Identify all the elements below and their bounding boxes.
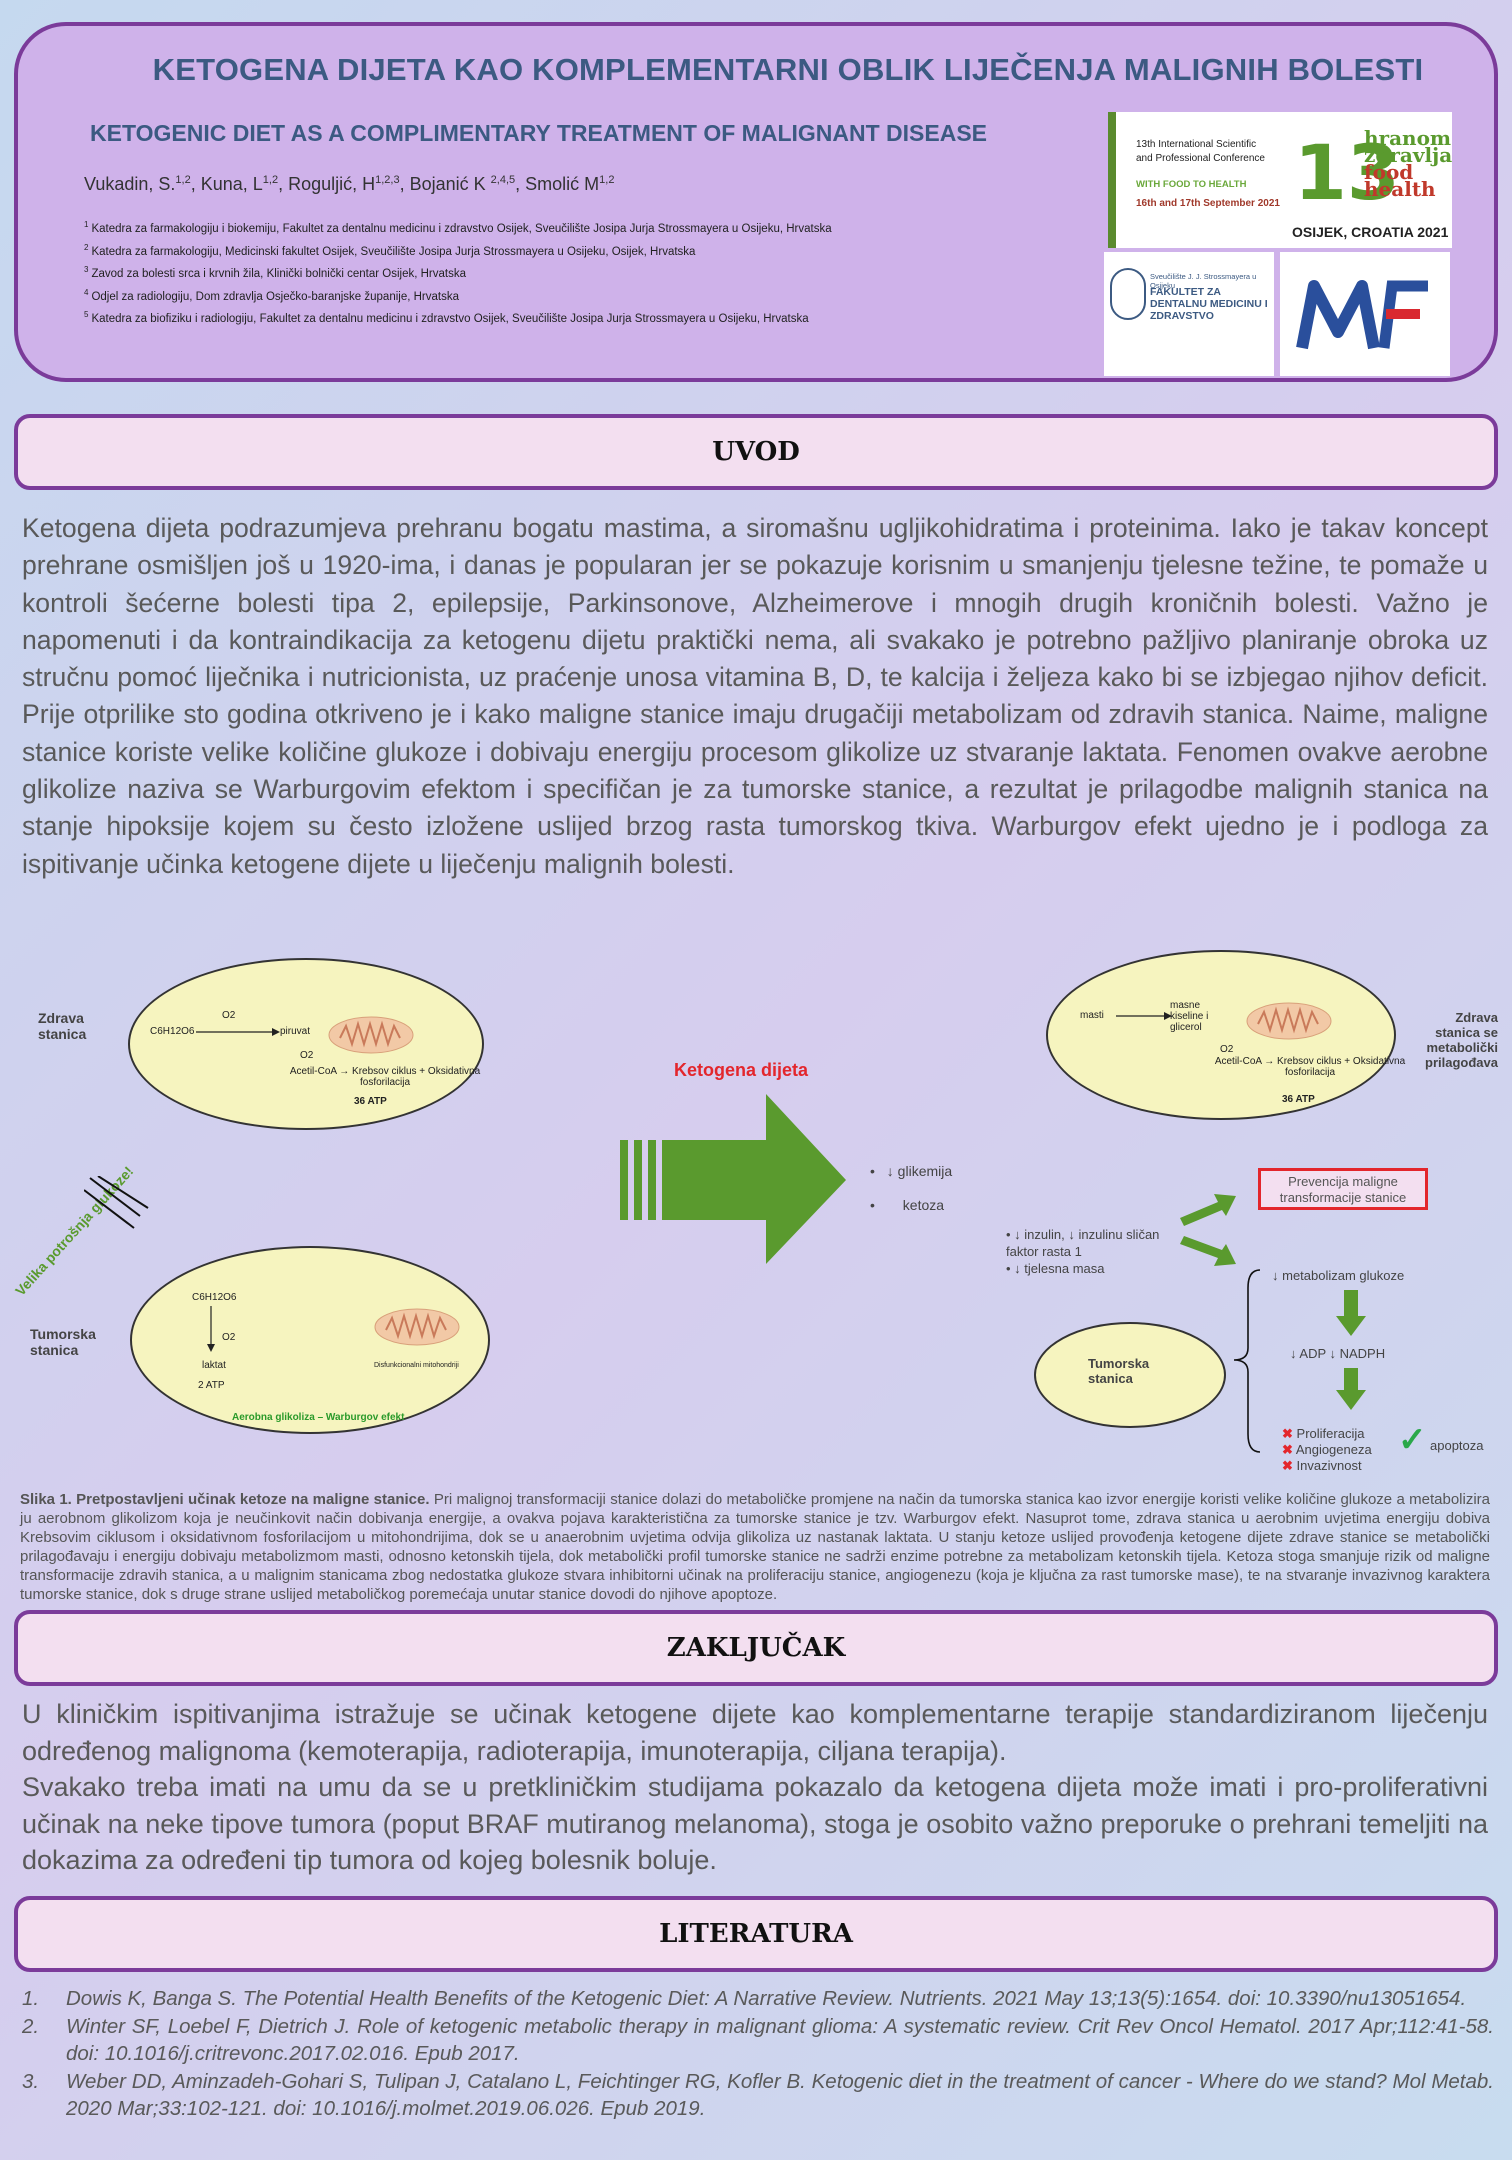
author-list: Vukadin, S.1,2, Kuna, L1,2, Roguljić, H1… [84, 174, 615, 194]
author: Roguljić, H1,2,3 [288, 174, 400, 194]
keto-effects-list: • ↓ glikemija • ketoza [870, 1163, 953, 1213]
figure-caption: Slika 1. Pretpostavljeni učinak ketoze n… [20, 1491, 1490, 1603]
tumor-cell-small [1034, 1322, 1226, 1428]
section-heading-zakljucak: ZAKLJUČAK [14, 1610, 1498, 1686]
section-heading-uvod: UVOD [14, 414, 1498, 490]
brace-icon [1233, 1269, 1261, 1453]
poster-header: KETOGENA DIJETA KAO KOMPLEMENTARNI OBLIK… [14, 22, 1498, 382]
healthy-cell-label: Zdrava stanica [38, 1010, 87, 1042]
down-arrow-icon [1336, 1368, 1366, 1410]
down-arrow-icon [1336, 1290, 1366, 1336]
checkmark-icon: ✓ [1398, 1421, 1427, 1459]
keto-diet-label: Ketogena dijeta [674, 1060, 809, 1080]
author: Vukadin, S.1,2 [84, 174, 191, 194]
mitochondrion-icon [328, 1016, 414, 1054]
arrow-icon [207, 1306, 215, 1352]
figure-ketosis: Zdrava stanica C6H12O6 O2 piruvat O2 Ace… [0, 950, 1512, 1490]
author: Kuna, L1,2 [200, 174, 279, 194]
reference-item: 3.Weber DD, Aminzadeh-Gohari S, Tulipan … [22, 2069, 1494, 2121]
healthy-cell [128, 958, 484, 1130]
conclusion-text: U kliničkim ispitivanjima istražuje se u… [22, 1699, 1488, 1875]
mitochondrion-icon [1246, 1002, 1332, 1040]
glucose-arrows-icon [84, 1176, 149, 1229]
inhibited-effects-list: ✖ Proliferacija ✖ Angiogeneza ✖ Invazivn… [1282, 1426, 1372, 1473]
author: Smolić M1,2 [525, 174, 615, 194]
mf-logo [1280, 252, 1450, 376]
mf-logo-icon [1296, 280, 1428, 350]
reference-list: 1.Dowis K, Banga S. The Potential Health… [22, 1985, 1494, 2123]
reference-item: 1.Dowis K, Banga S. The Potential Health… [22, 1987, 1467, 2010]
keto-arrow-icon [620, 1094, 846, 1264]
section-heading-literatura: LITERATURA [14, 1896, 1498, 1972]
adapted-healthy-cell [1046, 950, 1396, 1120]
faculty-logo: Sveučilište J. J. Strossmayera u Osijeku… [1104, 252, 1274, 376]
tumor-cell-label: Tumorska stanica [30, 1326, 96, 1358]
green-arrow-icon [1180, 1236, 1236, 1266]
author: Bojanić K 2,4,5 [409, 174, 516, 194]
adapted-cell-label: Zdrava stanica se metabolički prilagođav… [1425, 1010, 1498, 1070]
arrow-icon [196, 1028, 280, 1036]
seal-icon [1110, 268, 1146, 320]
poster-title: KETOGENA DIJETA KAO KOMPLEMENTARNI OBLIK… [152, 52, 1424, 87]
arrow-icon [1116, 1012, 1172, 1020]
prevention-box: Prevencija maligne transformacije stanic… [1258, 1168, 1428, 1210]
uvod-text: Ketogena dijeta podrazumjeva prehranu bo… [22, 513, 1488, 879]
poster-subtitle: KETOGENIC DIET AS A COMPLIMENTARY TREATM… [90, 120, 988, 146]
hormone-effects-list: • ↓ inzulin, ↓ inzulinu sličan faktor ra… [1006, 1227, 1160, 1276]
green-arrow-icon [1180, 1194, 1236, 1226]
mitochondrion-icon [374, 1308, 460, 1346]
reference-item: 2.Winter SF, Loebel F, Dietrich J. Role … [22, 2014, 1494, 2066]
